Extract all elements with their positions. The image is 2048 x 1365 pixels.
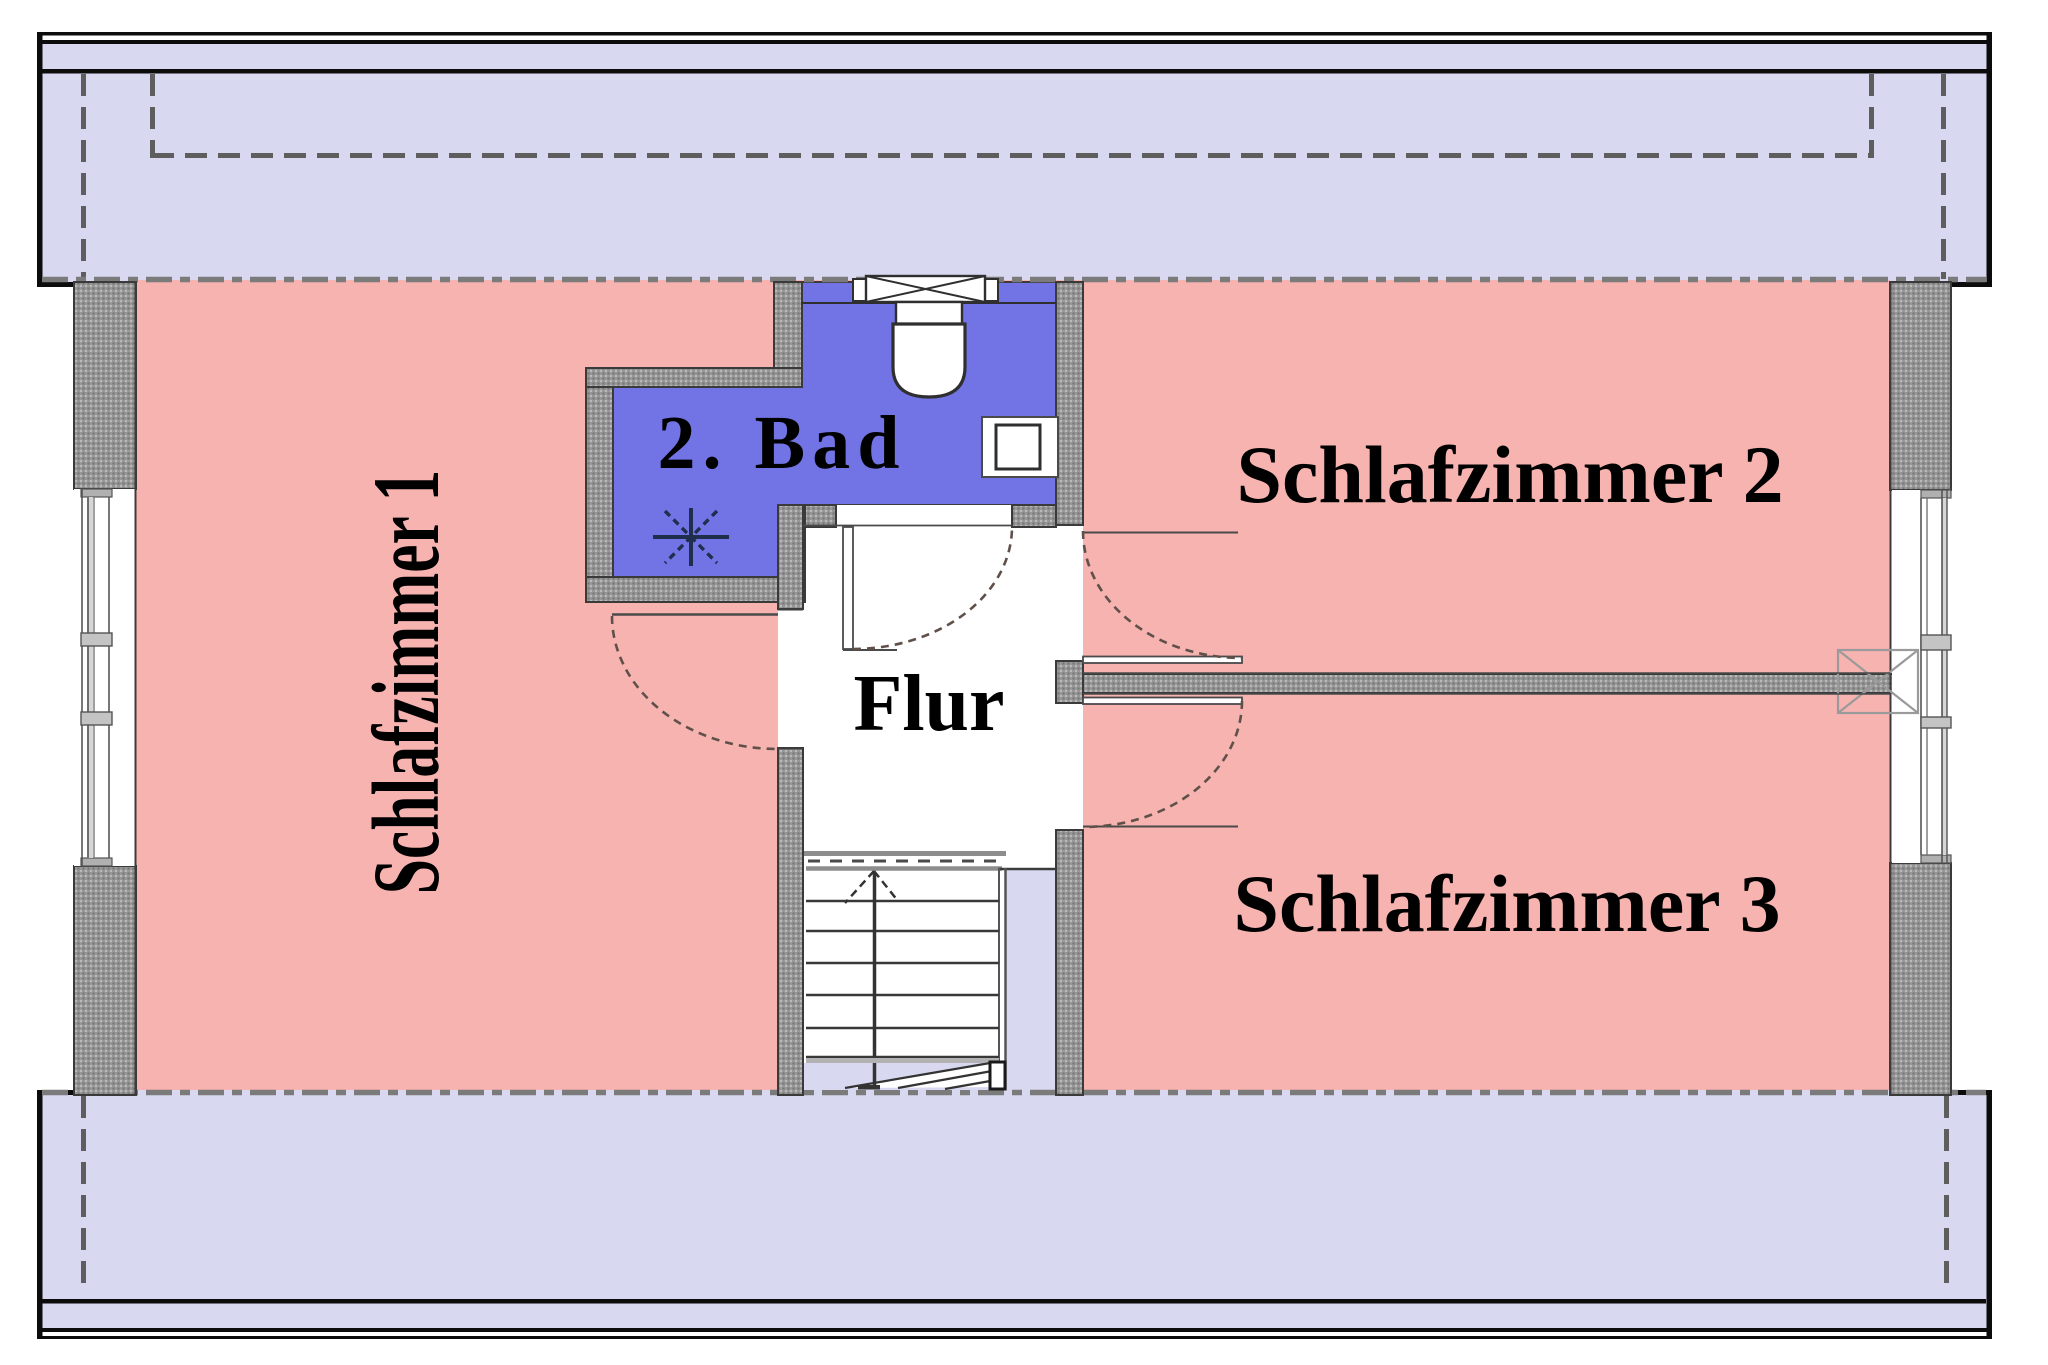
svg-text:Schlafzimmer 2: Schlafzimmer 2 [1236,429,1783,520]
svg-text:Schlafzimmer 3: Schlafzimmer 3 [1233,858,1780,949]
svg-text:2. Bad: 2. Bad [658,401,907,485]
svg-text:Flur: Flur [853,660,1004,748]
svg-text:Schlafzimmer 1: Schlafzimmer 1 [355,470,460,895]
